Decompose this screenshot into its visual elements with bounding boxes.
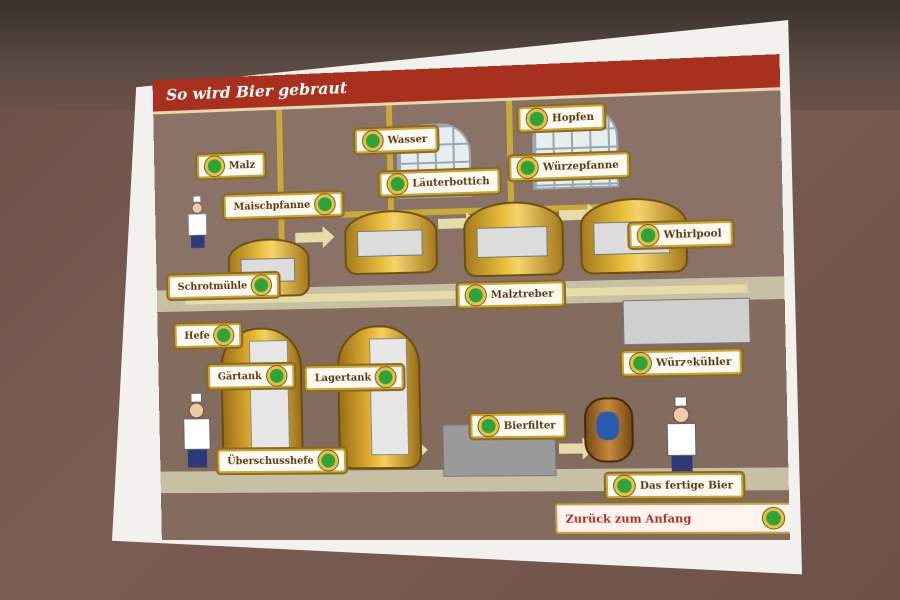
indicator-dot-icon [637,224,659,246]
worker-figure-top [187,195,208,249]
indicator-dot-icon [387,173,408,195]
slide-title: So wird Bier gebraut [165,78,348,105]
brewing-diagram-slide: So wird Bier gebraut Malz Maischpfan [152,54,790,541]
label-malztreber[interactable]: Malztreber [457,281,565,308]
label-hefe[interactable]: Hefe [174,323,242,348]
indicator-dot-icon [375,367,397,388]
indicator-dot-icon [629,352,652,374]
label-lauterbottich[interactable]: Läuterbottich [379,168,500,197]
label-lagertank[interactable]: Lagertank [304,364,405,391]
flow-arrow-5 [558,443,585,454]
indicator-dot-icon [318,450,339,471]
brewer-figure-left [183,392,211,468]
wuerzekuehler-unit [622,297,751,346]
indicator-dot-icon [526,108,548,130]
label-gaertank[interactable]: Gärtank [207,363,295,389]
cask-logo-icon [596,411,620,441]
indicator-dot-icon [214,325,235,346]
indicator-dot-icon [517,157,539,179]
back-to-start-button[interactable]: Zurück zum Anfang [555,502,790,534]
indicator-dot-icon [762,507,785,529]
label-malz[interactable]: Malz [196,152,265,179]
indicator-dot-icon [465,285,487,306]
label-fertiges-bier[interactable]: Das fertige Bier [605,472,744,499]
back-to-start-label: Zurück zum Anfang [565,511,692,526]
mouse-cursor-icon [680,359,692,370]
label-wuerzepfanne[interactable]: Würzepfanne [509,152,630,181]
indicator-dot-icon [478,415,499,437]
label-hopfen[interactable]: Hopfen [518,104,605,132]
brewer-figure-right [666,396,697,475]
indicator-dot-icon [204,156,225,177]
lagertank-window [369,337,410,456]
indicator-dot-icon [266,365,287,386]
label-wasser[interactable]: Wasser [354,126,438,154]
indicator-dot-icon [314,194,335,215]
label-maischpfanne[interactable]: Maischpfanne [223,191,343,220]
wuerzepfanne-window [476,225,548,259]
label-whirlpool[interactable]: Whirlpool [629,220,733,249]
flow-arrow-1 [295,232,325,243]
indicator-dot-icon [362,130,383,152]
lauterbottich-window [356,229,423,258]
label-ueberschusshefe[interactable]: Überschusshefe [217,448,347,474]
label-schrotmuehle[interactable]: Schrotmühle [167,272,280,300]
beer-cask [583,397,635,463]
indicator-dot-icon [613,475,635,497]
indicator-dot-icon [251,275,272,296]
gaertank-window [248,340,290,452]
label-bierfilter[interactable]: Bierfilter [470,413,567,439]
